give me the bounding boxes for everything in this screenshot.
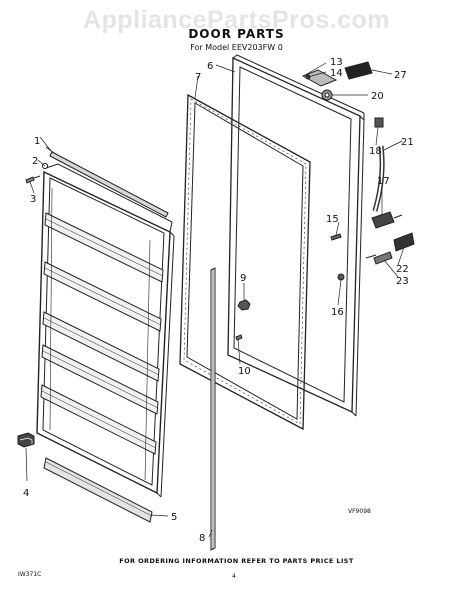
screw-part-15	[330, 233, 342, 241]
diagram-title: DOOR PARTS	[188, 27, 285, 41]
callout-18: 18	[369, 146, 382, 157]
callout-4: 4	[23, 488, 29, 499]
bushing	[321, 89, 333, 101]
callout-labels: 1 2 3 4 5 6 7 8 9 10 13 14 15 16 17 18 2…	[23, 57, 414, 544]
door-stop-bracket	[17, 432, 35, 448]
callout-20: 20	[371, 91, 384, 102]
callout-17: 17	[377, 176, 390, 187]
callout-7: 7	[195, 72, 201, 83]
vertical-trim-strip	[210, 267, 216, 551]
callout-1: 1	[34, 136, 40, 147]
screw-part-10	[235, 334, 243, 341]
callout-6: 6	[207, 61, 213, 72]
callout-5: 5	[171, 512, 177, 523]
watermark: AppliancePartsPros.com	[83, 6, 390, 34]
document-id: IW371C	[18, 571, 42, 578]
callout-21: 21	[401, 137, 414, 148]
callout-16: 16	[331, 307, 344, 318]
callout-9: 9	[240, 273, 246, 284]
callout-3: 3	[30, 194, 36, 205]
outer-door-panel	[36, 163, 175, 498]
leader-lines	[25, 62, 405, 538]
door-liner-frame	[227, 54, 365, 417]
cover-plate	[344, 61, 373, 80]
callout-8: 8	[199, 533, 205, 544]
callout-23: 23	[396, 276, 409, 287]
callout-2: 2	[32, 156, 38, 167]
nut-part-9	[237, 299, 251, 311]
model-subtitle: For Model EEV203FW 0	[190, 43, 283, 52]
page-number: 4	[232, 573, 236, 580]
callout-22: 22	[396, 264, 409, 275]
door-gasket	[179, 93, 311, 431]
hinge-pin	[41, 162, 49, 170]
bottom-kick-strip	[43, 457, 153, 523]
ordering-note: FOR ORDERING INFORMATION REFER TO PARTS …	[119, 557, 354, 565]
callout-14: 14	[330, 68, 343, 79]
latch-assembly	[365, 232, 415, 265]
clip-part-18	[374, 117, 384, 128]
hinge-bracket	[301, 69, 338, 87]
diagram-code: VF9098	[348, 508, 371, 515]
callout-13: 13	[330, 57, 343, 68]
screw-part-3	[25, 175, 41, 184]
door-switch	[371, 211, 403, 229]
callout-10: 10	[238, 366, 251, 377]
door-handle-strip	[372, 145, 385, 212]
callout-15: 15	[326, 214, 339, 225]
callout-27: 27	[394, 70, 407, 81]
fastener-part-16	[337, 273, 345, 281]
